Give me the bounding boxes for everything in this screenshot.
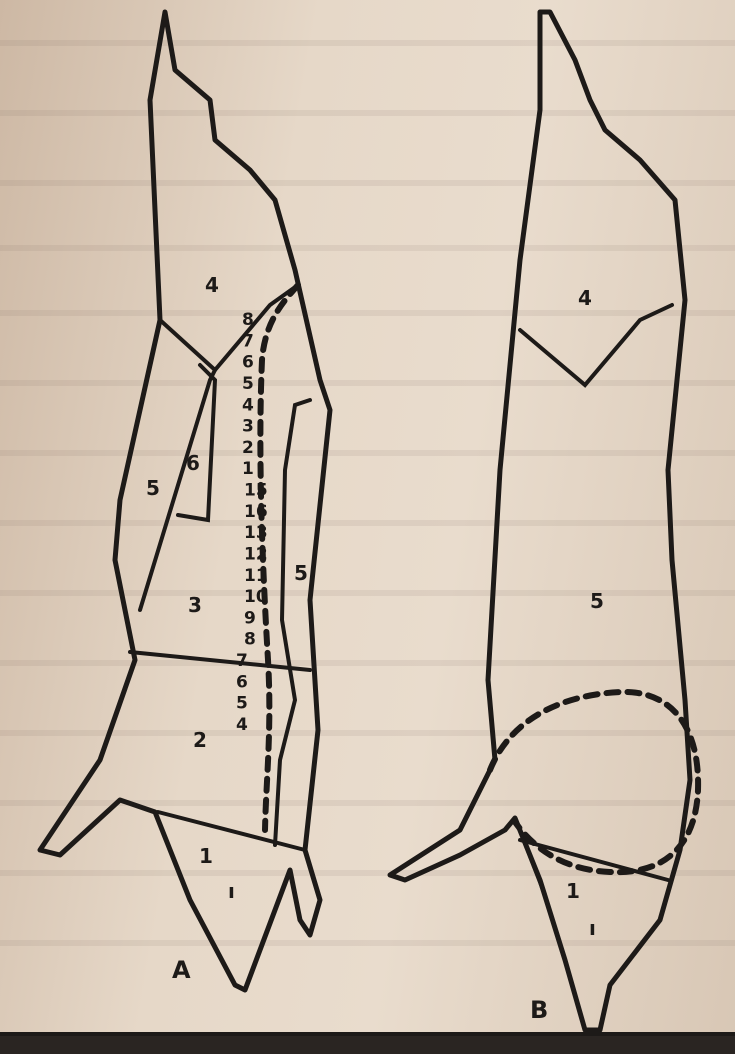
figure-b-cut-4	[520, 305, 672, 385]
figure-a-mark: ı	[228, 879, 235, 903]
vertebra-label: 8	[242, 310, 254, 330]
vertebra-label: 4	[236, 715, 248, 735]
vertebra-label: 6	[242, 353, 254, 373]
vertebra-label: 13	[244, 523, 268, 543]
figure-a-region-5-right: 5	[294, 561, 308, 585]
cut-line-spine-right	[275, 400, 310, 845]
vertebra-label: 3	[242, 417, 254, 437]
figure-b-cut-1-top	[520, 840, 668, 880]
vertebra-label: 11	[244, 566, 268, 586]
figure-b: 4 5 1 ı B	[390, 12, 698, 1030]
figure-b-region-1: 1	[566, 879, 580, 903]
figure-a-region-2: 2	[193, 728, 207, 752]
vertebra-label: 15	[244, 481, 268, 501]
vertebra-label: 8	[244, 630, 256, 650]
vertebra-label: 2	[242, 438, 254, 458]
vertebra-label: 10	[244, 587, 268, 607]
vertebra-label: 9	[244, 608, 256, 628]
vertebra-label: 6	[236, 672, 248, 692]
figure-a-region-6: 6	[186, 451, 200, 475]
page-bottom-shadow	[0, 1036, 735, 1054]
vertebra-label: 1	[242, 459, 254, 479]
figure-a-region-3: 3	[188, 593, 202, 617]
figure-b-caption: B	[530, 996, 548, 1024]
vertebra-label: 16	[244, 502, 268, 522]
vertebra-label: 5	[242, 374, 254, 394]
cut-line-4-top	[160, 285, 298, 370]
cut-line-1-top	[158, 812, 305, 850]
vertebra-label: 5	[236, 694, 248, 714]
vertebra-label: 7	[242, 331, 254, 351]
figure-b-region-4: 4	[578, 286, 592, 310]
cut-line-3-lower	[130, 652, 310, 670]
figure-a-region-4: 4	[205, 273, 219, 297]
figure-a-region-5-left: 5	[146, 476, 160, 500]
figure-b-region-5: 5	[590, 589, 604, 613]
figure-a-caption: A	[172, 956, 191, 984]
vertebra-label: 12	[244, 544, 268, 564]
figure-a-region-1: 1	[199, 844, 213, 868]
figure-b-mark: ı	[589, 916, 596, 940]
vertebra-label: 7	[236, 651, 248, 671]
figure-a: 4 6 5 3 5 2 1 ı 876543211516131211109876…	[40, 12, 330, 990]
vertebra-label: 4	[242, 395, 254, 415]
figure-b-dashed-contour	[490, 692, 698, 872]
